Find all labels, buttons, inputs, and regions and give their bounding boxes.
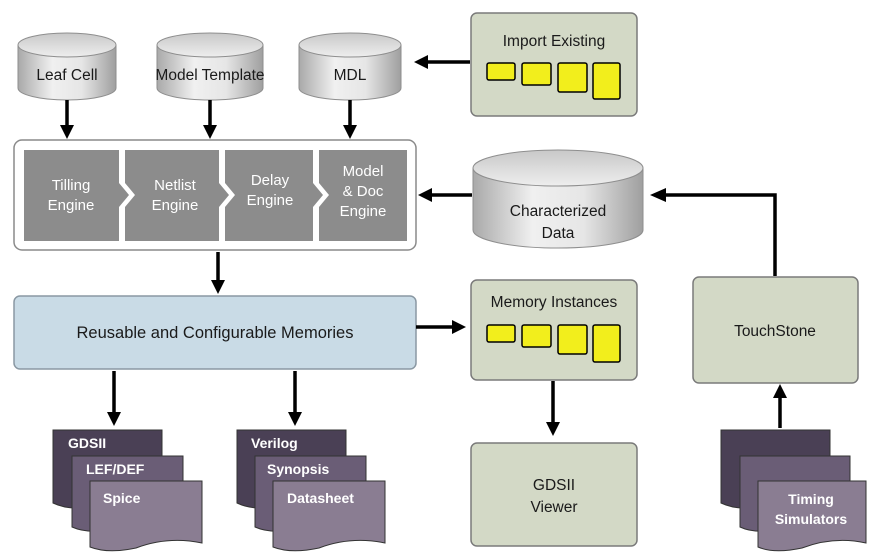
arrow-import-to-mdl: [414, 55, 470, 69]
arrow-touchstone-to-characterized: [650, 188, 777, 276]
reusable-memories-label: Reusable and Configurable Memories: [77, 324, 354, 342]
reusable-memories-box: Reusable and Configurable Memories: [13, 295, 417, 370]
arrow-model-template-to-engines: [203, 100, 217, 139]
memory-instances-title: Memory Instances: [491, 294, 618, 311]
engine-label: Model: [343, 163, 384, 180]
model-template-label: Model Template: [155, 67, 264, 84]
memory-chip-icon: [557, 324, 588, 355]
touchstone-box: TouchStone: [692, 276, 859, 384]
arrow-instances-to-viewer: [546, 381, 560, 436]
model-doc-engine: [319, 150, 407, 241]
doc-label: Spice: [103, 490, 141, 506]
arrow-mdl-to-engines: [343, 100, 357, 139]
touchstone-label: TouchStone: [734, 323, 816, 340]
gdsii-viewer-box: GDSII Viewer: [470, 442, 638, 547]
arrow-memories-to-instances: [416, 320, 466, 334]
engine-label: Delay: [251, 172, 290, 189]
arrow-engines-to-memories: [211, 252, 225, 294]
engine-label: Engine: [152, 197, 199, 214]
memory-chip-icon: [521, 62, 552, 86]
memory-chip-icon: [557, 62, 588, 93]
arrow-characterized-to-engines: [418, 188, 472, 202]
memory-chip-icon: [486, 62, 516, 81]
engine-label: Engine: [48, 197, 95, 214]
tilling-engine: [24, 150, 129, 241]
timing-simulators-stack: Timing Simulators: [720, 429, 867, 552]
datasheet-doc: [272, 480, 386, 552]
simulator-doc: [757, 480, 867, 552]
import-existing-box: Import Existing: [470, 12, 638, 117]
arrow-memories-to-layout-docs: [107, 371, 121, 426]
memory-chip-icon: [592, 62, 621, 100]
doc-label: LEF/DEF: [86, 461, 145, 477]
timing-simulators-label: Timing: [788, 491, 834, 507]
arrow-leaf-cell-to-engines: [60, 100, 74, 139]
memory-chip-icon: [486, 324, 516, 343]
engine-label: Engine: [247, 192, 294, 209]
engine-label: & Doc: [343, 183, 384, 200]
characterized-data-database: Characterized Data: [472, 149, 644, 249]
memory-instances-box: Memory Instances: [470, 279, 638, 381]
gdsii-viewer-label: GDSII: [533, 477, 575, 494]
mdl-database: MDL: [298, 32, 402, 101]
characterized-data-label: Characterized: [510, 203, 607, 220]
model-template-database: Model Template: [155, 32, 265, 101]
doc-label: Datasheet: [287, 490, 354, 506]
memory-chip-icon: [521, 324, 552, 348]
mdl-label: MDL: [334, 67, 367, 84]
gdsii-viewer-label: Viewer: [530, 499, 577, 516]
delay-engine: [225, 150, 323, 241]
doc-label: Verilog: [251, 435, 298, 451]
doc-label: Synopsis: [267, 461, 329, 477]
arrow-simulators-to-touchstone: [773, 384, 787, 428]
leaf-cell-database: Leaf Cell: [17, 32, 117, 101]
engine-label: Tilling: [52, 177, 91, 194]
engine-label: Netlist: [154, 177, 197, 194]
characterized-data-label: Data: [542, 225, 575, 242]
model-docs-stack: Verilog Synopsis Datasheet: [236, 429, 386, 552]
import-existing-title: Import Existing: [503, 33, 606, 50]
doc-label: GDSII: [68, 435, 106, 451]
leaf-cell-label: Leaf Cell: [36, 67, 97, 84]
engine-pipeline: Tilling Engine Netlist Engine Delay Engi…: [13, 139, 417, 251]
netlist-engine: [125, 150, 229, 241]
spice-doc: [89, 480, 203, 552]
arrow-memories-to-model-docs: [288, 371, 302, 426]
memory-chip-icon: [592, 324, 621, 363]
engine-label: Engine: [340, 203, 387, 220]
layout-docs-stack: GDSII LEF/DEF Spice: [52, 429, 203, 552]
timing-simulators-label: Simulators: [775, 511, 848, 527]
